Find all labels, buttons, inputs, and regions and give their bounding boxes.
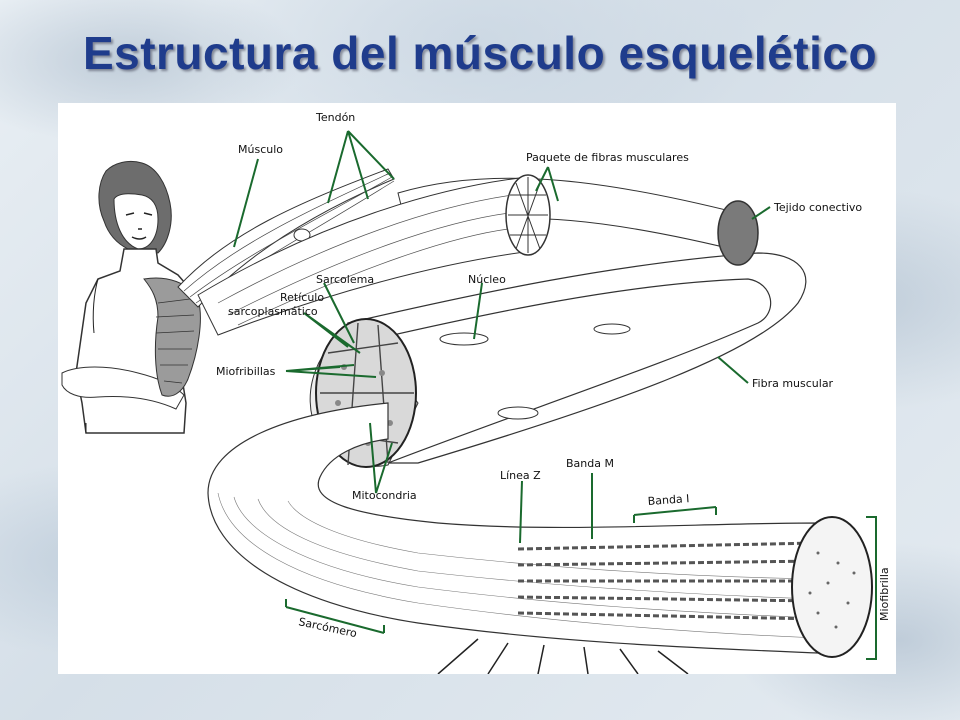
myofibril-tube bbox=[207, 402, 873, 674]
diagram-panel: Tendón Músculo Paquete de fibras muscula… bbox=[58, 103, 896, 674]
label-reticulo-1: Retículo bbox=[280, 291, 324, 304]
label-linea-z: Línea Z bbox=[500, 469, 541, 482]
label-miofibrillas: Miofribillas bbox=[216, 365, 276, 378]
label-tendon: Tendón bbox=[315, 111, 355, 124]
label-reticulo-2: sarcoplasmático bbox=[228, 305, 318, 318]
label-fibra: Fibra muscular bbox=[752, 377, 834, 390]
label-nucleo: Núcleo bbox=[468, 273, 506, 286]
label-banda-i: Banda I bbox=[647, 492, 690, 508]
person-figure bbox=[61, 160, 201, 434]
slide-title: Estructura del músculo esquelético bbox=[82, 27, 878, 79]
label-tejido: Tejido conectivo bbox=[773, 201, 862, 214]
label-banda-m: Banda M bbox=[566, 457, 614, 470]
label-paquete: Paquete de fibras musculares bbox=[526, 151, 689, 164]
leader-lines bbox=[233, 130, 877, 660]
label-musculo: Músculo bbox=[238, 143, 283, 156]
label-mitocondria: Mitocondria bbox=[352, 489, 417, 502]
label-sarcolema: Sarcolema bbox=[316, 273, 374, 286]
muscle-diagram: Tendón Músculo Paquete de fibras muscula… bbox=[61, 111, 891, 674]
muscle-fiber bbox=[347, 252, 807, 464]
fiber-bundle bbox=[197, 174, 759, 336]
label-miofibrilla: Miofibrilla bbox=[878, 567, 891, 621]
